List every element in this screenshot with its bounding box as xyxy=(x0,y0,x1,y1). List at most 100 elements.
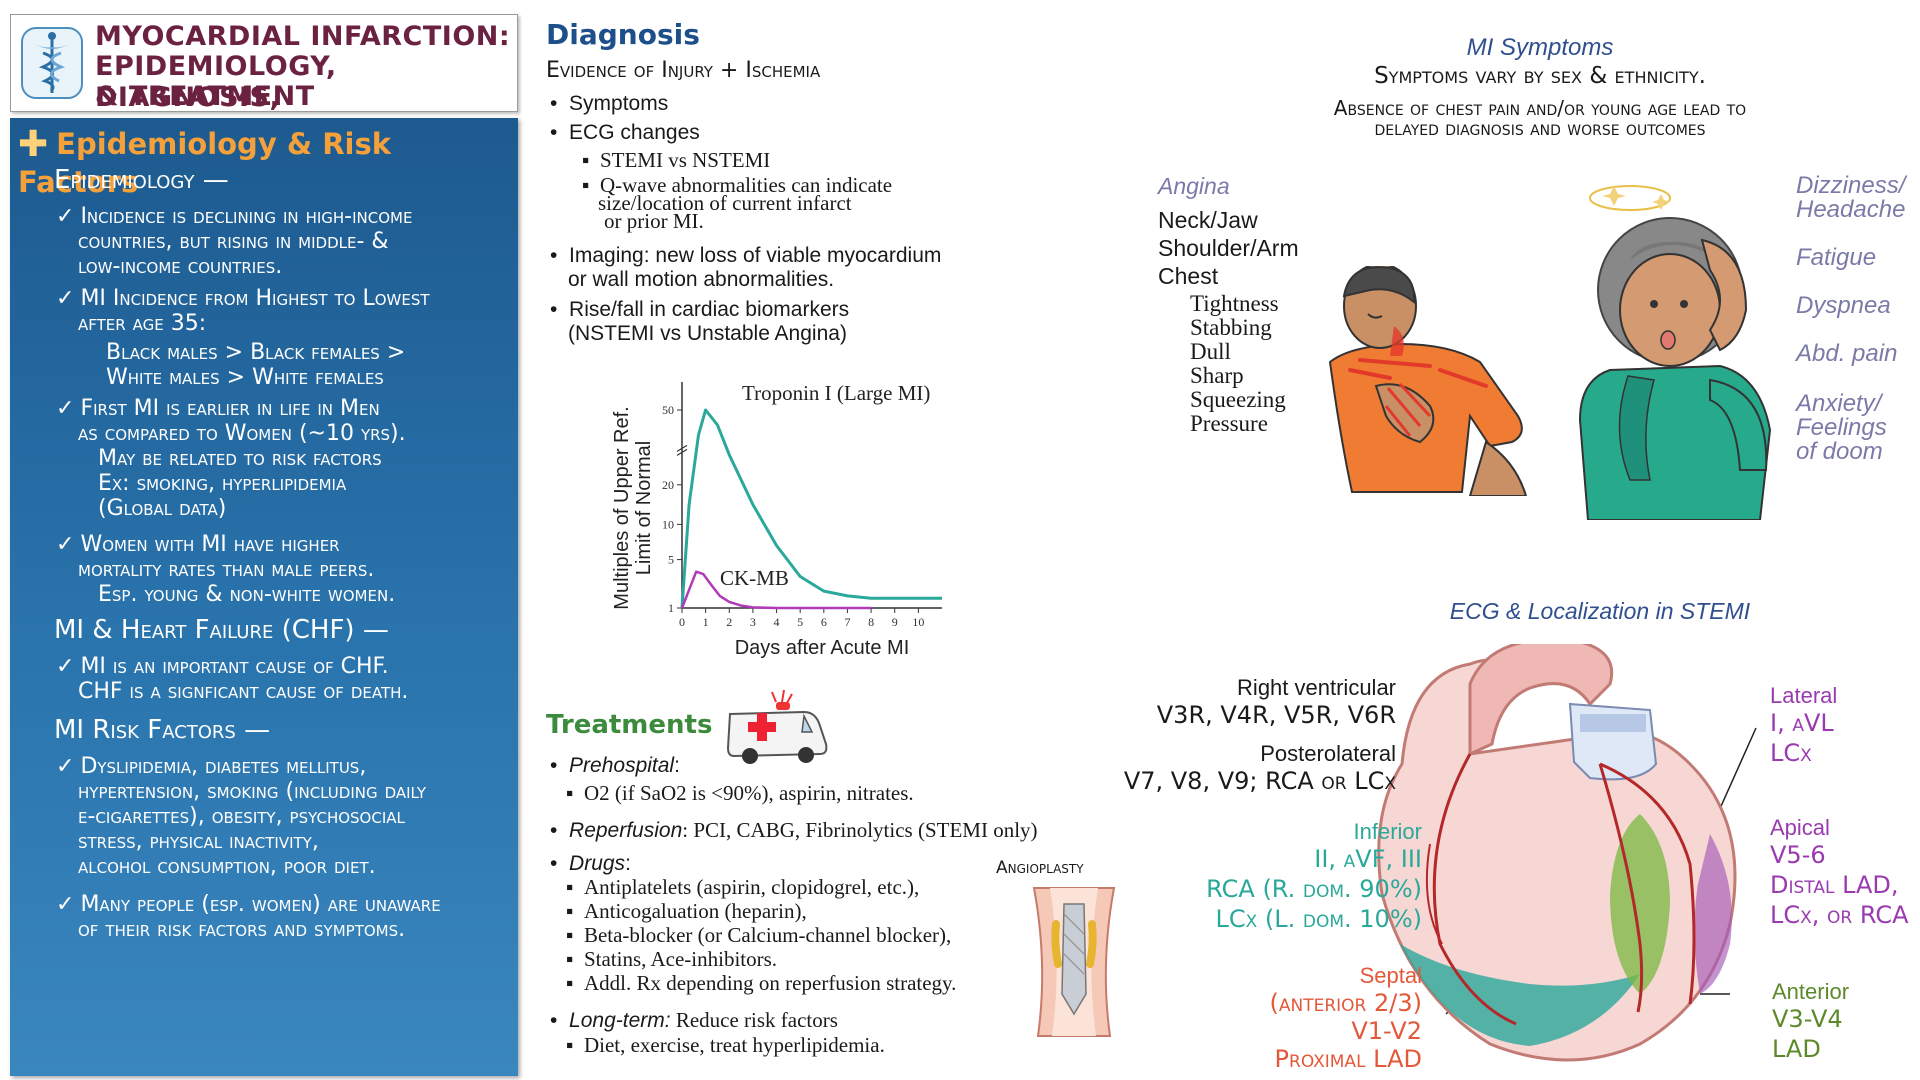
symptom-doom: of doom xyxy=(1796,438,1883,465)
x-tick-label: 10 xyxy=(912,615,924,629)
x-tick-label: 0 xyxy=(679,615,685,629)
symptom-anxiety: Anxiety/ xyxy=(1796,390,1882,417)
bullet-risk-factors-line-5: alcohol consumption, poor diet. xyxy=(78,854,376,879)
ecg-pl-label: Posterolateral xyxy=(1260,741,1396,766)
y-axis-label-line-2: Limit of Normal xyxy=(633,441,655,575)
y-tick-label: 50 xyxy=(662,403,674,417)
symptoms-line-1: Symptoms vary by sex & ethnicity. xyxy=(1374,63,1706,89)
bullet-first-mi-line-4: Ex: smoking, hyperlipidemia xyxy=(98,471,347,496)
symptom-feelings: Feelings xyxy=(1796,414,1887,441)
title-line-2: EPIDEMIOLOGY, DIAGNOSIS, xyxy=(95,51,337,113)
treat-longterm: • Long-term: Reduce risk factors xyxy=(550,1008,838,1032)
treat-longterm-detail: ▪ Diet, exercise, treat hyperlipidemia. xyxy=(566,1033,885,1057)
check-icon: ✓ xyxy=(56,754,75,779)
troponin-line xyxy=(680,408,942,609)
treat-drugs-anticoag: ▪ Anticogaluation (heparin), xyxy=(566,899,807,923)
bullet-first-mi-line-5: (Global data) xyxy=(98,496,227,521)
ckmb-line xyxy=(680,570,872,610)
chart-axes xyxy=(676,382,942,613)
symptom-headache: Headache xyxy=(1796,196,1906,223)
bullet-first-mi-line-2: as compared to Women (~10 yrs). xyxy=(78,421,406,446)
bullet-women-mortality-line-2: mortality rates than male peers. xyxy=(78,557,375,582)
x-tick-label: 9 xyxy=(892,615,898,629)
angioplasty-label: Angioplasty xyxy=(996,858,1084,878)
x-tick-label: 7 xyxy=(844,615,850,629)
bullet-incidence: ✓Incidence is declining in high-income xyxy=(56,204,413,229)
check-icon: ✓ xyxy=(56,204,75,229)
y-tick-label: 1 xyxy=(668,601,674,615)
bullet-women-mortality-line-3: Esp. young & non-white women. xyxy=(98,582,396,607)
diag-bullet-biomarkers-line-2: (NSTEMI vs Unstable Angina) xyxy=(568,322,847,345)
symptom-stabbing: Stabbing xyxy=(1190,315,1272,340)
x-tick-label: 8 xyxy=(868,615,874,629)
ecg-rv-leads: V3R, V4R, V5R, V6R xyxy=(1156,701,1396,729)
plus-icon: ✚ xyxy=(18,124,49,165)
y-tick-label: 20 xyxy=(662,478,674,492)
ecg-septal-anterior: (anterior 2/3) xyxy=(1269,989,1422,1017)
axis-break-mark xyxy=(676,444,688,456)
symptom-fatigue: Fatigue xyxy=(1796,244,1877,271)
symptoms-line-2: Absence of chest pain and/or young age l… xyxy=(1333,96,1747,120)
bullet-chf-line-2: CHF is a signficant cause of death. xyxy=(78,679,409,704)
heart-illustration xyxy=(1377,644,1757,1062)
diag-bullet-ecg: • ECG changes xyxy=(550,121,700,144)
bullet-risk-factors-line-4: stress, physical inactivity, xyxy=(78,829,319,854)
chf-label: MI & Heart Failure (CHF) — xyxy=(54,615,389,645)
bullet-risk-factors-line-3: e-cigarettes), obesity, psychosocial xyxy=(78,804,405,829)
symptom-dizziness: Dizziness/ xyxy=(1796,172,1906,199)
bullet-incidence-order-line-3: Black males > Black females > xyxy=(106,340,406,365)
diagnosis-subheader: Evidence of Injury + Ischemia xyxy=(546,58,821,83)
ecg-anterior-leads: V3-V4 xyxy=(1772,1005,1843,1033)
diag-bullet-symptoms: • Symptoms xyxy=(550,92,669,115)
treat-reperfusion: • Reperfusion: PCI, CABG, Fibrinolytics … xyxy=(550,818,1038,842)
x-tick-label: 5 xyxy=(797,615,803,629)
angioplasty-vessel-icon xyxy=(1032,887,1116,1037)
symptom-abd-pain: Abd. pain xyxy=(1796,340,1898,367)
symptom-pressure: Pressure xyxy=(1190,411,1268,436)
symptoms-header: MI Symptoms xyxy=(1466,34,1614,61)
ecg-anterior-label: Anterior xyxy=(1772,979,1850,1004)
check-icon: ✓ xyxy=(56,532,75,557)
check-icon: ✓ xyxy=(56,892,75,917)
ecg-inferior-lcx: LCx (L. dom. 10%) xyxy=(1215,905,1423,933)
symptom-sharp: Sharp xyxy=(1190,363,1244,388)
ecg-apical-arteries: LCx, or RCA xyxy=(1770,901,1909,929)
diag-bullet-biomarkers: • Rise/fall in cardiac biomarkers xyxy=(550,298,850,321)
y-tick-label: 5 xyxy=(668,553,674,567)
bullet-women-mortality: ✓Women with MI have higher xyxy=(56,532,340,557)
ecg-rv-label: Right ventricular xyxy=(1237,675,1396,700)
bullet-incidence-line-3: low-income countries. xyxy=(78,254,283,279)
ecg-inferior-rca: RCA (R. dom. 90%) xyxy=(1206,875,1422,903)
caduceus-logo-icon xyxy=(21,27,83,99)
diag-bullet-imaging-line-2: or wall motion abnormalities. xyxy=(568,268,835,291)
ecg-header: ECG & Localization in STEMI xyxy=(1449,598,1751,624)
diagnosis-header: Diagnosis xyxy=(546,18,700,51)
bullet-chf: ✓MI is an important cause of CHF. xyxy=(56,654,389,679)
y-tick-label: 10 xyxy=(662,517,674,531)
ecg-inferior-leads: II, aVF, III xyxy=(1314,845,1422,873)
bullet-incidence-order-line-2: after age 35: xyxy=(78,311,207,336)
symptom-neck: Neck/Jaw xyxy=(1158,207,1258,233)
ecg-apical-label: Apical xyxy=(1770,815,1830,840)
bullet-incidence-order-line-4: White males > White females xyxy=(106,365,384,390)
ecg-apical-distal: Distal LAD, xyxy=(1770,871,1899,899)
ecg-anterior-artery: LAD xyxy=(1772,1035,1821,1063)
x-tick-label: 2 xyxy=(726,615,732,629)
diag-ecg-qwave: ▪ Q-wave abnormalities can indicate xyxy=(582,173,893,197)
ecg-lateral-label: Lateral xyxy=(1770,683,1838,708)
x-tick-label: 3 xyxy=(750,615,756,629)
treat-drugs-antiplatelets: ▪ Antiplatelets (aspirin, clopidogrel, e… xyxy=(566,875,920,899)
ecg-lateral-leads: I, aVL xyxy=(1770,709,1834,737)
woman-dizziness-illustration xyxy=(1578,185,1772,520)
treat-prehospital-detail: ▪ O2 (if SaO2 is <90%), aspirin, nitrate… xyxy=(566,781,914,805)
diag-bullet-imaging: • Imaging: new loss of viable myocardium xyxy=(550,244,942,267)
symptom-shoulder: Shoulder/Arm xyxy=(1158,235,1299,261)
symptom-dyspnea: Dyspnea xyxy=(1796,292,1891,319)
symptom-chest: Chest xyxy=(1158,263,1219,289)
check-icon: ✓ xyxy=(56,654,75,679)
ecg-septal-label: Septal xyxy=(1359,963,1422,988)
title-line-1: MYOCARDIAL INFARCTION: xyxy=(95,21,511,52)
symptom-tightness: Tightness xyxy=(1190,291,1279,316)
